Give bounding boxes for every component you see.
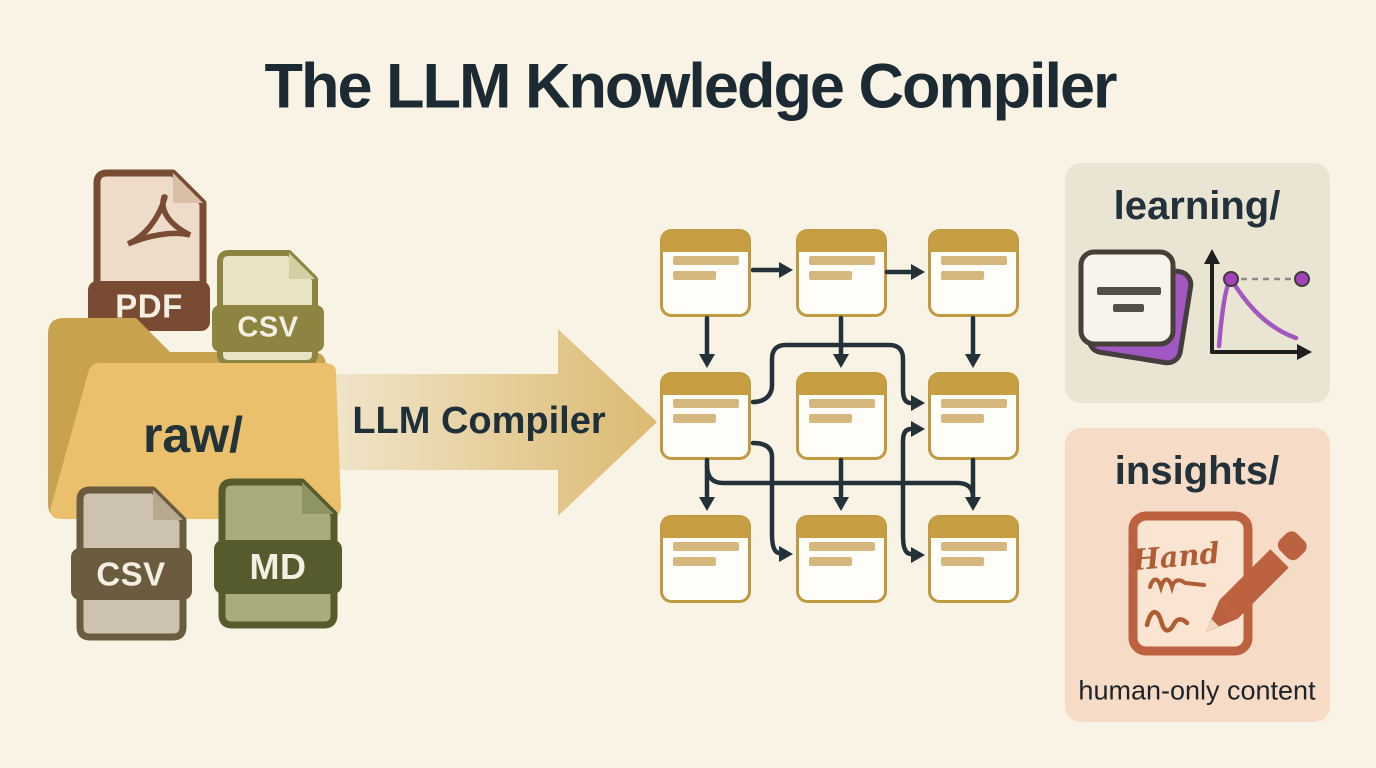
note-card xyxy=(798,517,886,602)
connector-line xyxy=(900,463,914,557)
note-card xyxy=(798,231,886,316)
connector-line xyxy=(750,440,782,556)
note-card-grid xyxy=(662,231,1018,602)
insights-caption: human-only content xyxy=(1078,675,1316,706)
arrowhead xyxy=(911,264,925,280)
csv-bottom-badge-label: CSV xyxy=(96,555,166,593)
arrowhead xyxy=(965,497,981,511)
arrowhead xyxy=(911,547,925,563)
folder-label: raw/ xyxy=(142,407,244,463)
csv-top-badge xyxy=(212,305,324,352)
arrowhead xyxy=(833,497,849,511)
pencil-body xyxy=(1219,549,1289,619)
arrow-label: LLM Compiler xyxy=(352,400,606,442)
csv-top-page-fold xyxy=(289,253,315,279)
csv-top-badge-label: CSV xyxy=(237,311,299,344)
pencil-icon xyxy=(1206,531,1307,632)
chart-x-arrowhead xyxy=(1297,344,1312,360)
arrowhead xyxy=(699,497,715,511)
arrowhead xyxy=(779,262,793,278)
note-card xyxy=(662,517,750,602)
pdf-page-fold xyxy=(173,173,203,203)
flashcard-line xyxy=(1097,287,1161,295)
note-card xyxy=(662,231,750,316)
arrowhead xyxy=(699,354,715,368)
md-badge-label: MD xyxy=(249,546,307,587)
pencil-tip-lead xyxy=(1206,619,1219,632)
csv-file-icon-bottom xyxy=(71,486,192,641)
note-card xyxy=(662,374,750,459)
data-point xyxy=(1294,271,1310,287)
note-card xyxy=(798,374,886,459)
arrowhead xyxy=(965,354,981,368)
big-arrow-icon xyxy=(300,329,657,516)
note-squiggle xyxy=(1148,577,1206,595)
csv-file-icon-top xyxy=(212,250,324,366)
md-page-fold xyxy=(302,482,334,514)
pdf-badge-label: PDF xyxy=(115,287,183,325)
learning-panel-title: learning/ xyxy=(1113,184,1281,228)
arrowhead xyxy=(833,354,849,368)
pencil-eraser xyxy=(1277,531,1307,561)
note-card xyxy=(930,374,1018,459)
insights-panel-title: insights/ xyxy=(1114,449,1280,493)
arrowhead xyxy=(911,395,925,411)
flashcards-icon xyxy=(1078,249,1194,366)
md-badge xyxy=(214,540,342,594)
arrowhead xyxy=(911,421,925,437)
handwriting-text: Hand xyxy=(1130,535,1222,578)
csv-bottom-badge xyxy=(71,548,192,600)
chart-y-arrowhead xyxy=(1204,249,1220,264)
connector-arrows xyxy=(699,262,981,563)
flashcard-line xyxy=(1113,304,1144,312)
forgetting-curve-chart-icon xyxy=(1204,249,1312,360)
csv-bottom-page-fold xyxy=(153,490,183,520)
page-title: The LLM Knowledge Compiler xyxy=(264,51,1117,122)
connector-line xyxy=(900,426,914,469)
arrowhead xyxy=(779,546,793,562)
note-card xyxy=(930,231,1018,316)
flashcard-front xyxy=(1078,249,1176,347)
data-point xyxy=(1223,271,1239,287)
note-squiggle xyxy=(1144,609,1190,633)
md-file-icon xyxy=(214,478,342,629)
handwritten-note-icon xyxy=(1128,511,1253,656)
pdf-acrobat-glyph xyxy=(126,194,192,247)
note-card xyxy=(930,517,1018,602)
connector-line xyxy=(750,342,914,406)
